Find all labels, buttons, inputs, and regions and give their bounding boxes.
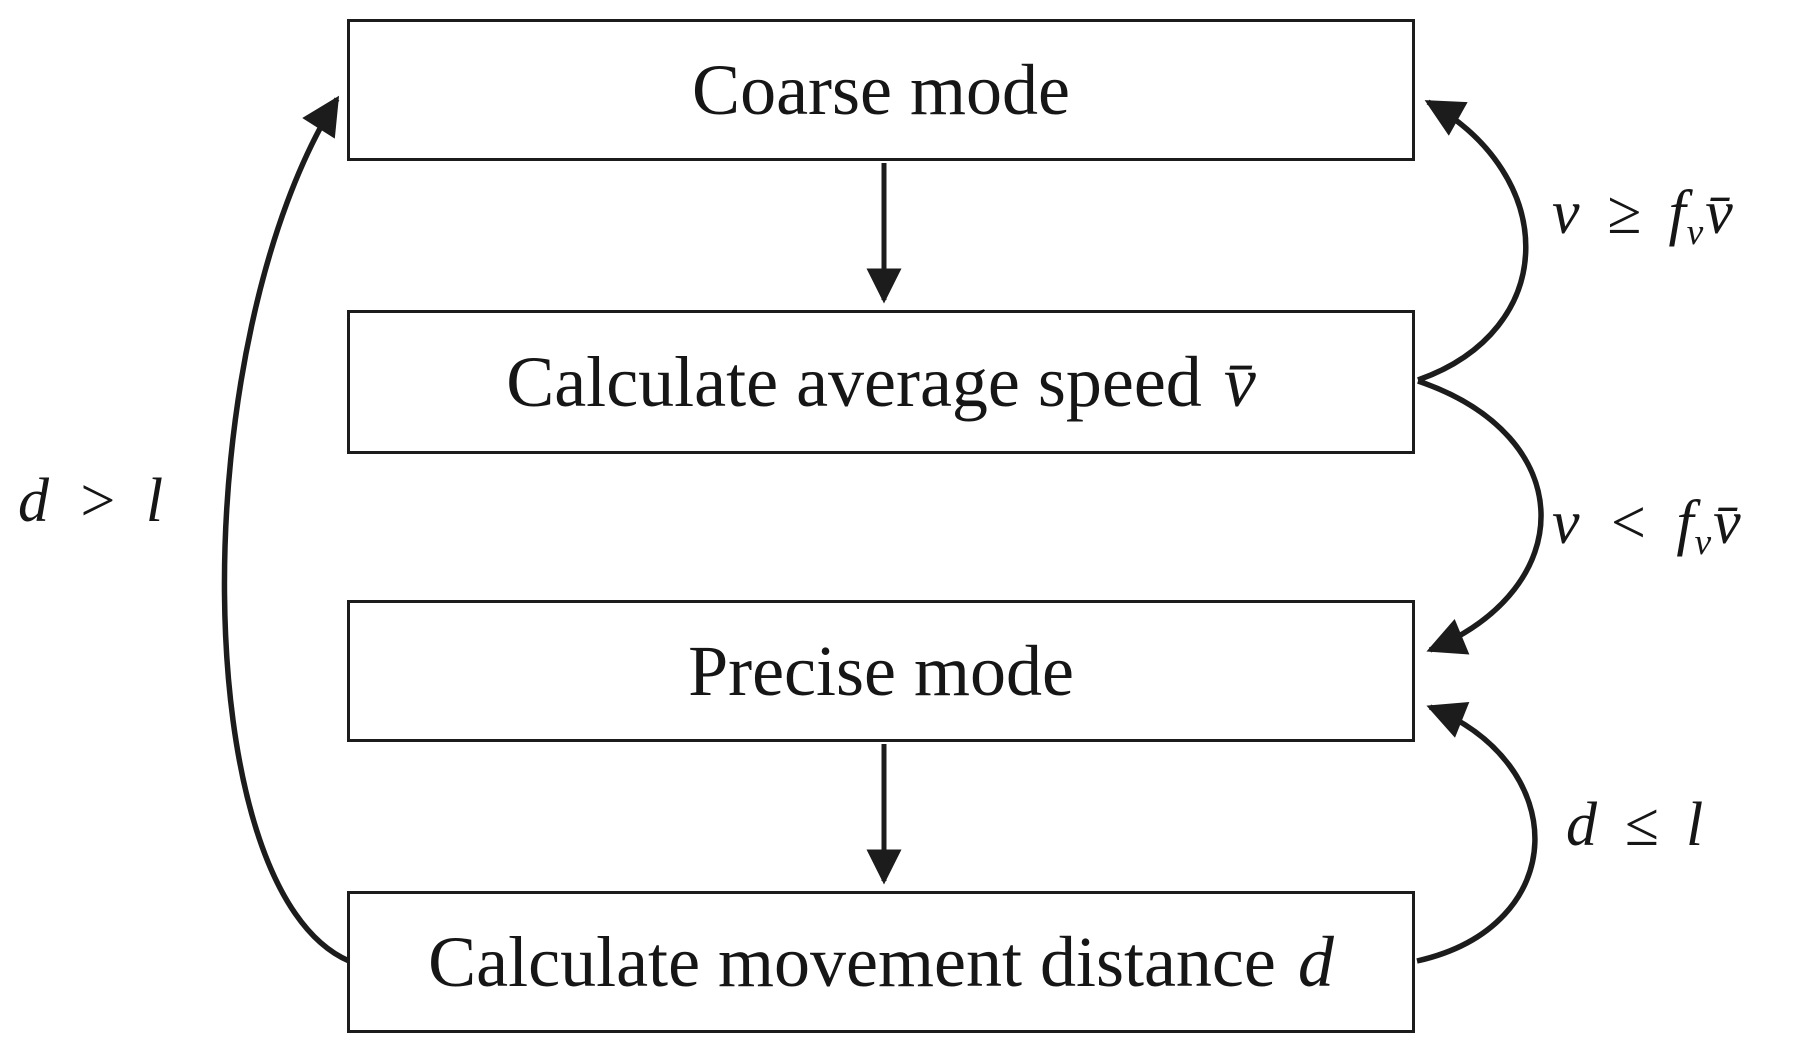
node-label: Coarse mode	[692, 49, 1070, 130]
node-label: Precise mode	[688, 630, 1074, 711]
node-calculate-movement-distance: Calculate movement distance d	[347, 891, 1415, 1033]
edge-label-speed-low: v < fvv̄	[1552, 488, 1742, 564]
node-calculate-average-speed: Calculate average speed v̄	[347, 310, 1415, 454]
edge-label-text: v̄	[1713, 489, 1742, 557]
node-label: Calculate movement distance	[428, 921, 1276, 1002]
edge-label-distance-large: d > l	[18, 466, 166, 542]
edge-label-text: v < f	[1552, 489, 1695, 557]
edge-label-distance-small: d ≤ l	[1566, 790, 1706, 866]
node-label: Calculate average speed	[506, 341, 1202, 422]
node-math-symbol: v̄	[1223, 341, 1256, 422]
arrow-distance-to-precise-loop	[1416, 702, 1538, 964]
node-precise-mode: Precise mode	[347, 600, 1415, 742]
edge-label-text: d ≤ l	[1566, 791, 1705, 859]
edge-label-text: d > l	[18, 467, 165, 535]
node-coarse-mode: Coarse mode	[347, 19, 1415, 161]
arrow-distance-to-coarse-loop	[221, 95, 351, 964]
edge-label-text: v̄	[1705, 179, 1734, 247]
edge-label-subscript: v	[1686, 212, 1704, 254]
edge-label-subscript: v	[1694, 522, 1712, 564]
edge-label-text: v ≥ f	[1552, 179, 1687, 247]
arrow-average-to-coarse-loop	[1417, 99, 1529, 383]
arrow-average-to-precise-loop	[1417, 378, 1544, 655]
edge-label-speed-high: v ≥ fvv̄	[1552, 178, 1734, 254]
node-math-symbol: d	[1297, 921, 1334, 1002]
